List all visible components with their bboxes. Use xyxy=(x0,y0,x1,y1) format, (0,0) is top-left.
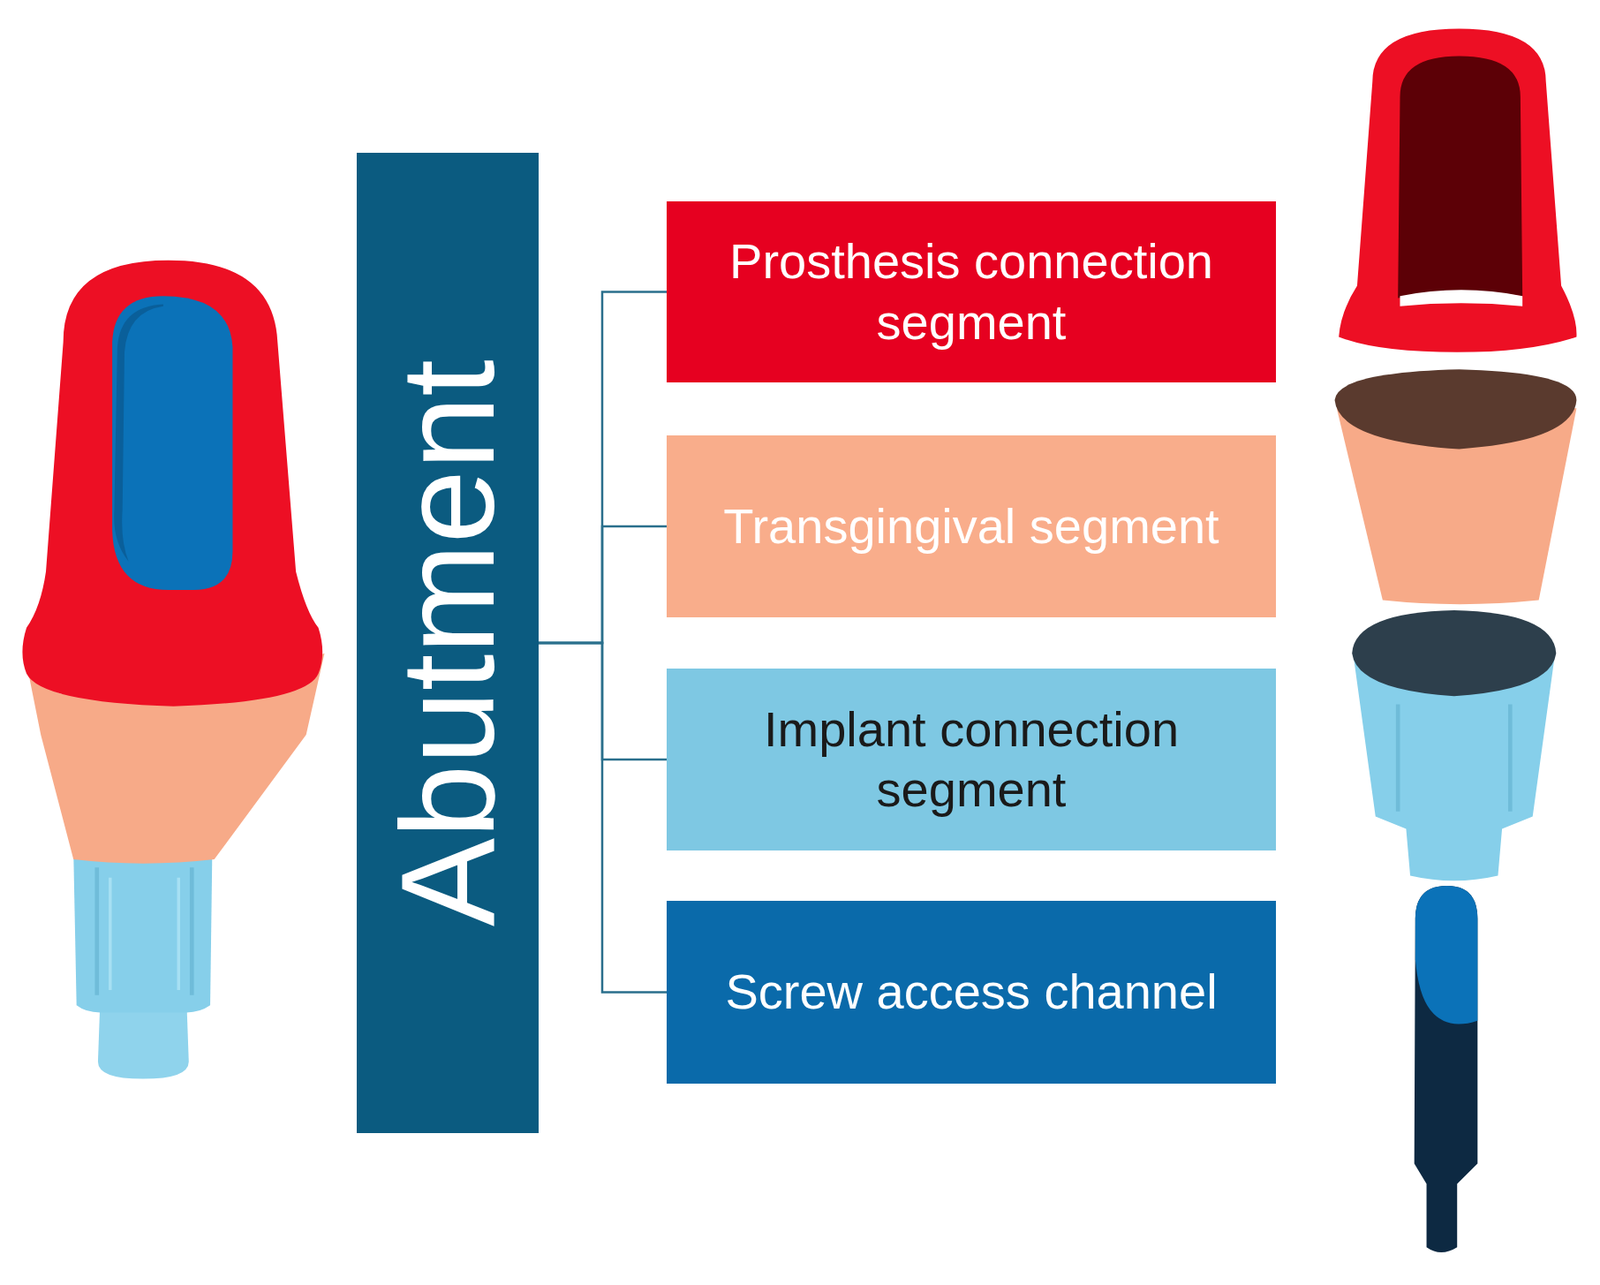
title-band: Abutment xyxy=(356,152,539,1133)
segment-box: Screw access channel xyxy=(666,900,1276,1084)
bracket-connector xyxy=(538,292,667,644)
segment-label: Screw access channel xyxy=(712,961,1230,1022)
segment-label: Prosthesis connection segment xyxy=(679,231,1264,353)
segment-box: Transgingival segment xyxy=(666,435,1276,618)
segment-box: Implant connection segment xyxy=(666,668,1276,851)
segment-label: Transgingival segment xyxy=(710,496,1231,557)
exploded-abutment xyxy=(1335,28,1578,1253)
assembled-abutment xyxy=(22,260,325,1080)
bracket-connector xyxy=(538,526,667,643)
band-title: Abutment xyxy=(381,359,514,927)
segment-box: Prosthesis connection segment xyxy=(666,201,1276,383)
segment-label: Implant connection segment xyxy=(679,699,1264,821)
bracket-connector xyxy=(538,642,667,993)
